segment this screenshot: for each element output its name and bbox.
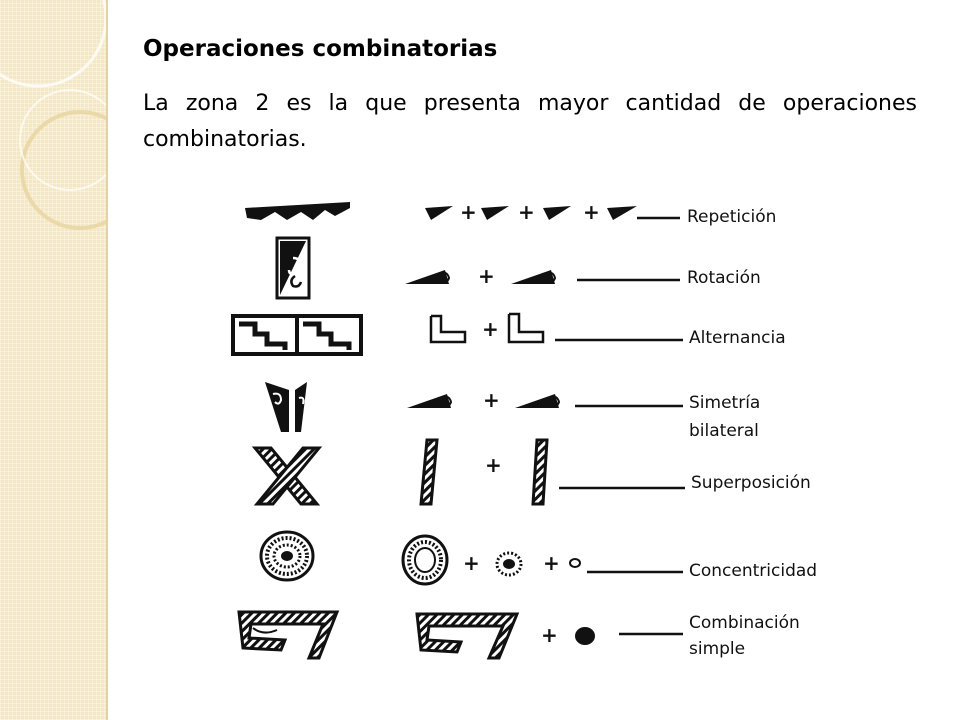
plus-sign: + — [543, 551, 560, 575]
row-concentricidad: + + Concentricidad — [259, 530, 817, 586]
decorative-sidebar — [0, 0, 108, 720]
operation-label: simple — [689, 639, 745, 659]
operation-label: Rotación — [687, 268, 761, 288]
row-rotacion: + Rotación — [275, 236, 761, 300]
row-combinacion-simple: + Combinación simple — [237, 610, 800, 660]
symmetry-units: + — [407, 388, 683, 412]
plus-sign: + — [541, 623, 558, 647]
mirrored-wedge-icon — [265, 382, 307, 432]
rotation-units: + — [405, 264, 680, 288]
concentric-circles-icon — [259, 530, 315, 582]
operation-label: Concentricidad — [689, 561, 817, 581]
plus-sign: + — [518, 200, 535, 224]
superposition-units: + — [419, 438, 685, 506]
plus-sign: + — [482, 317, 499, 341]
operation-label: Superposición — [691, 473, 811, 493]
combinatory-operations-figure: + + + Repetición + Rotación — [231, 200, 817, 660]
slide-title: Operaciones combinatorias — [143, 36, 498, 62]
operation-label: Alternancia — [689, 328, 786, 348]
row-superposicion: + Superposición — [251, 438, 811, 506]
combination-units: + — [415, 612, 683, 660]
plus-sign: + — [483, 388, 500, 412]
plus-sign: + — [460, 200, 477, 224]
plus-sign: + — [478, 264, 495, 288]
operation-label: Repetición — [687, 207, 776, 227]
repetition-units: + + + — [425, 200, 680, 224]
spiral-wedge-icon — [275, 236, 311, 300]
triangle-frieze-icon — [245, 202, 350, 220]
concentricity-units: + + — [401, 534, 683, 586]
plus-sign: + — [463, 551, 480, 575]
plus-sign: + — [485, 453, 502, 477]
operation-label: bilateral — [689, 421, 759, 441]
slide-body-text: La zona 2 es la que presenta mayor canti… — [143, 91, 917, 152]
operation-label: Combinación — [689, 613, 800, 633]
step-fret-icon — [231, 314, 363, 356]
alternation-units: + — [429, 312, 683, 344]
operation-label: Simetría — [689, 393, 760, 413]
row-alternancia: + Alternancia — [231, 312, 786, 356]
row-simetria-bilateral: + Simetría bilateral — [265, 382, 760, 441]
row-repeticion: + + + Repetición — [245, 200, 776, 227]
crossed-bands-icon — [251, 446, 323, 506]
hooked-band-icon — [237, 610, 340, 660]
plus-sign: + — [583, 200, 600, 224]
sidebar-circles-decoration — [0, 0, 106, 230]
